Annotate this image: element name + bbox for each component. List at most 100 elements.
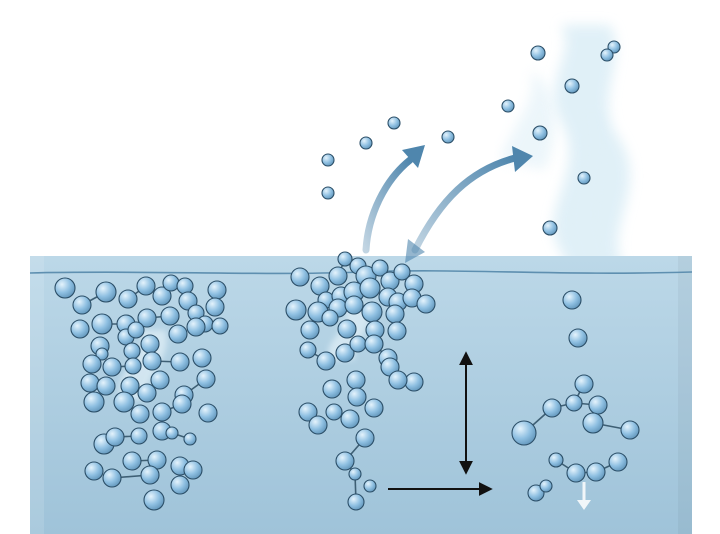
water-molecule xyxy=(192,348,212,368)
water-molecule xyxy=(150,370,170,390)
water-molecule xyxy=(337,319,357,339)
water-molecule xyxy=(335,451,355,471)
water-molecule xyxy=(105,427,125,447)
water-molecule xyxy=(393,263,411,281)
water-molecule xyxy=(183,460,203,480)
water-molecule xyxy=(565,394,583,412)
water-molecule xyxy=(72,295,92,315)
down-arrow-icon xyxy=(577,482,591,510)
double-headed-curved-arrow-icon xyxy=(405,146,533,263)
water-molecule xyxy=(83,391,105,413)
water-molecule xyxy=(600,48,614,62)
water-molecule xyxy=(348,467,362,481)
water-molecule xyxy=(316,351,336,371)
water-molecule xyxy=(388,370,408,390)
water-molecule xyxy=(371,259,389,277)
water-molecule xyxy=(130,404,150,424)
water-molecule xyxy=(130,427,148,445)
water-molecule xyxy=(170,475,190,495)
water-molecule xyxy=(321,186,335,200)
water-molecule xyxy=(123,342,141,360)
water-molecule xyxy=(361,301,383,323)
water-molecule xyxy=(328,266,348,286)
water-molecule xyxy=(124,357,142,375)
water-molecule xyxy=(441,130,455,144)
water-molecule xyxy=(347,387,367,407)
water-molecule xyxy=(359,277,381,299)
water-molecules xyxy=(54,40,640,511)
water-molecule xyxy=(566,463,586,483)
water-molecule xyxy=(300,320,320,340)
water-molecule xyxy=(95,281,117,303)
water-molecule xyxy=(346,370,366,390)
water-molecule xyxy=(355,428,375,448)
water-molecule xyxy=(290,267,310,287)
water-molecule xyxy=(416,294,436,314)
water-molecule xyxy=(539,479,553,493)
water-molecule xyxy=(511,420,537,446)
water-molecule xyxy=(385,304,405,324)
water-molecule xyxy=(160,306,180,326)
curved-arrow-up-right-icon xyxy=(362,145,425,254)
water-molecule xyxy=(152,286,172,306)
water-molecule xyxy=(162,274,180,292)
water-molecule xyxy=(542,220,558,236)
water-molecule xyxy=(140,334,160,354)
water-molecule xyxy=(501,99,515,113)
water-molecule xyxy=(211,317,229,335)
water-molecule xyxy=(582,412,604,434)
water-molecule xyxy=(102,357,122,377)
water-molecule xyxy=(172,394,192,414)
water-molecule xyxy=(337,251,353,267)
water-molecule xyxy=(387,116,401,130)
water-molecule xyxy=(143,489,165,511)
water-molecule xyxy=(364,398,384,418)
water-molecule xyxy=(308,415,328,435)
water-molecule xyxy=(113,391,135,413)
water-molecule xyxy=(298,402,318,422)
water-molecule xyxy=(548,452,564,468)
water-molecule xyxy=(207,280,227,300)
water-molecule xyxy=(344,295,364,315)
water-molecule xyxy=(285,299,307,321)
water-molecule xyxy=(347,493,365,511)
water-molecule xyxy=(321,153,335,167)
water-molecule xyxy=(527,484,545,502)
water-molecule xyxy=(80,373,100,393)
water-molecule xyxy=(136,276,156,296)
water-molecule xyxy=(564,78,580,94)
water-molecule xyxy=(349,335,367,353)
water-molecule xyxy=(532,125,548,141)
water-molecule xyxy=(363,479,377,493)
water-molecule xyxy=(387,321,407,341)
water-molecule xyxy=(176,277,194,295)
water-molecule xyxy=(568,328,588,348)
water-molecule xyxy=(140,465,160,485)
water-molecule xyxy=(84,461,104,481)
water-molecule xyxy=(530,45,546,61)
water-molecule xyxy=(542,398,562,418)
water-molecule xyxy=(170,352,190,372)
water-molecule xyxy=(142,351,162,371)
water-molecule xyxy=(588,395,608,415)
water-molecule xyxy=(586,462,606,482)
water-molecule xyxy=(54,277,76,299)
water-molecule xyxy=(122,451,142,471)
water-molecule xyxy=(137,308,157,328)
water-molecule xyxy=(620,420,640,440)
water-molecule xyxy=(165,426,179,440)
water-molecule xyxy=(359,136,373,150)
water-molecule xyxy=(198,403,218,423)
water-molecule xyxy=(96,376,116,396)
water-molecule xyxy=(82,354,102,374)
water-molecule xyxy=(137,383,157,403)
water-molecule xyxy=(321,309,339,327)
water-molecule xyxy=(168,324,188,344)
water-molecule xyxy=(91,313,113,335)
water-molecule xyxy=(118,289,138,309)
water-molecule xyxy=(335,343,355,363)
water-molecule xyxy=(70,319,90,339)
water-molecule xyxy=(152,402,172,422)
